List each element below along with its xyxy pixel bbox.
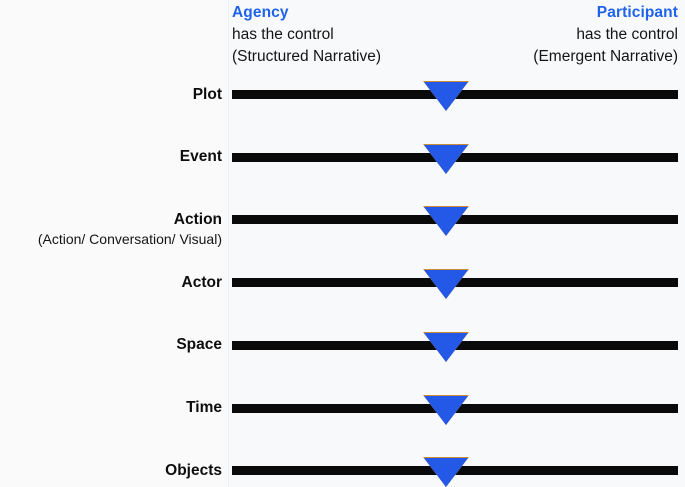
label-panel-background	[0, 0, 228, 487]
row-label-plot: Plot	[192, 85, 222, 103]
header-agency-line2: (Structured Narrative)	[232, 48, 382, 65]
header-participant-line1: has the control	[576, 26, 678, 43]
down-triangle-marker-action[interactable]	[424, 207, 469, 237]
header-participant: Participant has the control (Emergent Na…	[533, 2, 678, 68]
down-triangle-marker-objects[interactable]	[424, 458, 469, 487]
down-triangle-marker-actor[interactable]	[424, 270, 469, 300]
header-agency-actor: Agency	[232, 4, 289, 21]
row-label-space: Space	[176, 336, 222, 354]
header-participant-line2: (Emergent Narrative)	[533, 48, 678, 65]
down-triangle-marker-event[interactable]	[424, 144, 469, 174]
row-label-action: Action	[173, 210, 222, 228]
header-agency: Agency has the control (Structured Narra…	[232, 2, 381, 68]
down-triangle-marker-plot[interactable]	[424, 82, 469, 111]
row-label-objects: Objects	[165, 461, 222, 479]
row-sublabel-action: (Action/ Conversation/ Visual)	[37, 230, 222, 247]
header-agency-line1: has the control	[232, 26, 334, 43]
row-label-event: Event	[179, 148, 222, 166]
down-triangle-marker-space[interactable]	[424, 332, 469, 362]
row-label-actor: Actor	[181, 273, 222, 291]
header-participant-actor: Participant	[596, 4, 678, 21]
row-label-time: Time	[186, 399, 222, 416]
down-triangle-marker-time[interactable]	[424, 395, 469, 425]
